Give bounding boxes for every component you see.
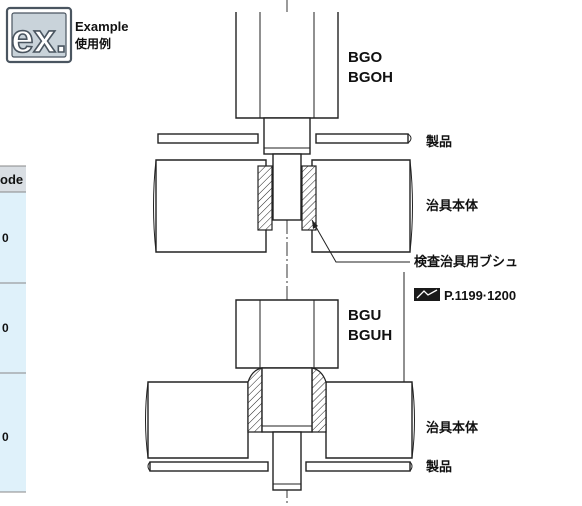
table-row-value: 0 bbox=[2, 231, 9, 245]
gauge-pin-head bbox=[235, 12, 339, 119]
bushing-label: 検査治具用ブシュ bbox=[414, 254, 518, 270]
example-badge-letters: ex. bbox=[11, 17, 67, 61]
top-assembly: BGO BGOH 製品 治具本体 bbox=[153, 12, 479, 253]
jig-body bbox=[147, 381, 249, 459]
gauge-pin-collar bbox=[263, 117, 311, 155]
table-row-value: 0 bbox=[2, 430, 9, 444]
page-reference: P.1199·1200 bbox=[444, 288, 516, 303]
bushing-left bbox=[257, 165, 273, 231]
example-badge: ex. Example 使用例 bbox=[5, 6, 128, 64]
jig-body-label-top: 治具本体 bbox=[426, 198, 479, 214]
gauge-pin-collar bbox=[261, 367, 313, 433]
example-title-ja: 使用例 bbox=[74, 36, 111, 51]
table-header-text: ode bbox=[0, 172, 23, 187]
product-plate bbox=[149, 461, 269, 472]
jig-body bbox=[155, 159, 267, 253]
model-label-bgu: BGU bbox=[348, 307, 381, 324]
table-header-cell bbox=[0, 166, 26, 192]
gauge-pin-shank bbox=[272, 153, 302, 221]
table-row-value: 0 bbox=[2, 321, 9, 335]
table-body bbox=[0, 192, 26, 492]
bushing-right bbox=[311, 367, 327, 433]
product-plate bbox=[157, 133, 259, 144]
model-label-bgo: BGO bbox=[348, 49, 383, 66]
bottom-assembly: BGU BGUH 治具本体 製品 bbox=[145, 299, 479, 491]
gauge-pin-shank bbox=[272, 431, 302, 491]
bushing-right bbox=[301, 165, 317, 231]
model-label-bgoh: BGOH bbox=[348, 69, 393, 86]
spec-table: ode 0 0 0 bbox=[0, 165, 26, 493]
product-label-bottom: 製品 bbox=[425, 459, 452, 475]
example-title-en: Example bbox=[75, 19, 128, 34]
gauge-pin-head bbox=[235, 299, 339, 369]
bushing-callout: 検査治具用ブシュ P.1199·1200 bbox=[311, 219, 518, 403]
jig-body-label-bottom: 治具本体 bbox=[426, 420, 479, 436]
bushing-left bbox=[247, 367, 263, 433]
model-label-bguh: BGUH bbox=[348, 327, 392, 344]
product-label-top: 製品 bbox=[425, 134, 452, 150]
catalog-reference-icon bbox=[414, 288, 440, 301]
